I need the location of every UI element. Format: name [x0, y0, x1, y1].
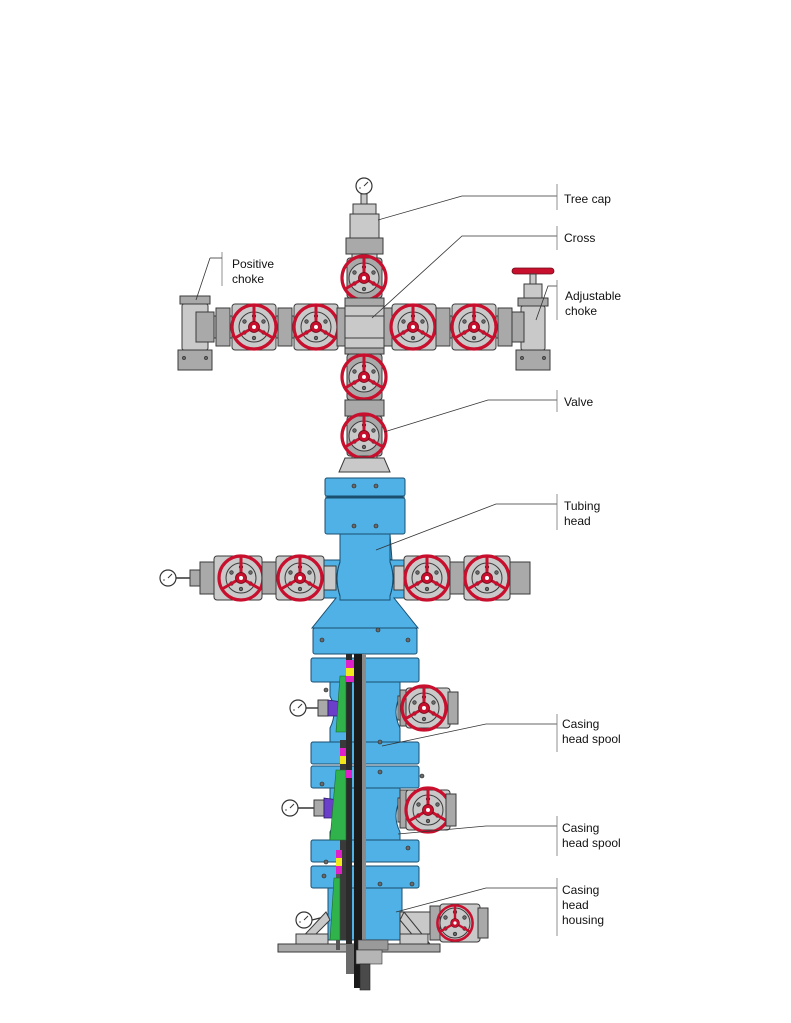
valve-lower-master [340, 412, 388, 460]
tree-cap [345, 177, 384, 255]
tubing-head [310, 477, 420, 629]
label-valve: Valve [564, 395, 593, 409]
annotations: Tree cap Cross Positive choke Adjustable… [195, 184, 624, 936]
christmas-tree [177, 177, 555, 473]
valve-swab [340, 254, 388, 302]
valve-right-wing-inner [383, 303, 451, 351]
valve-left-wing-outer [215, 303, 293, 351]
casing-head-housing [277, 865, 489, 953]
tubing-head-side-outlets [159, 554, 531, 602]
label-tree-cap: Tree cap [564, 192, 611, 206]
valve-upper-master [340, 353, 388, 401]
label-adjustable-choke: Adjustable choke [565, 289, 624, 318]
adjustable-choke [511, 267, 555, 371]
valve-right-wing-outer [450, 303, 513, 351]
choke-handle-icon [511, 267, 555, 275]
label-cross: Cross [564, 231, 595, 245]
label-positive-choke: Positive choke [232, 257, 277, 286]
upper-spool-side-outlets [289, 684, 459, 732]
wellhead [159, 477, 531, 991]
label-tubing-head: Tubing head [564, 499, 604, 528]
label-casing-head-housing: Casing head housing [562, 883, 604, 927]
label-casing-head-spool-2: Casing head spool [562, 821, 621, 850]
valve-left-wing-inner [292, 303, 346, 351]
positive-choke [177, 295, 215, 371]
label-casing-head-spool-1: Casing head spool [562, 717, 621, 746]
cutaway-internals [329, 654, 389, 991]
